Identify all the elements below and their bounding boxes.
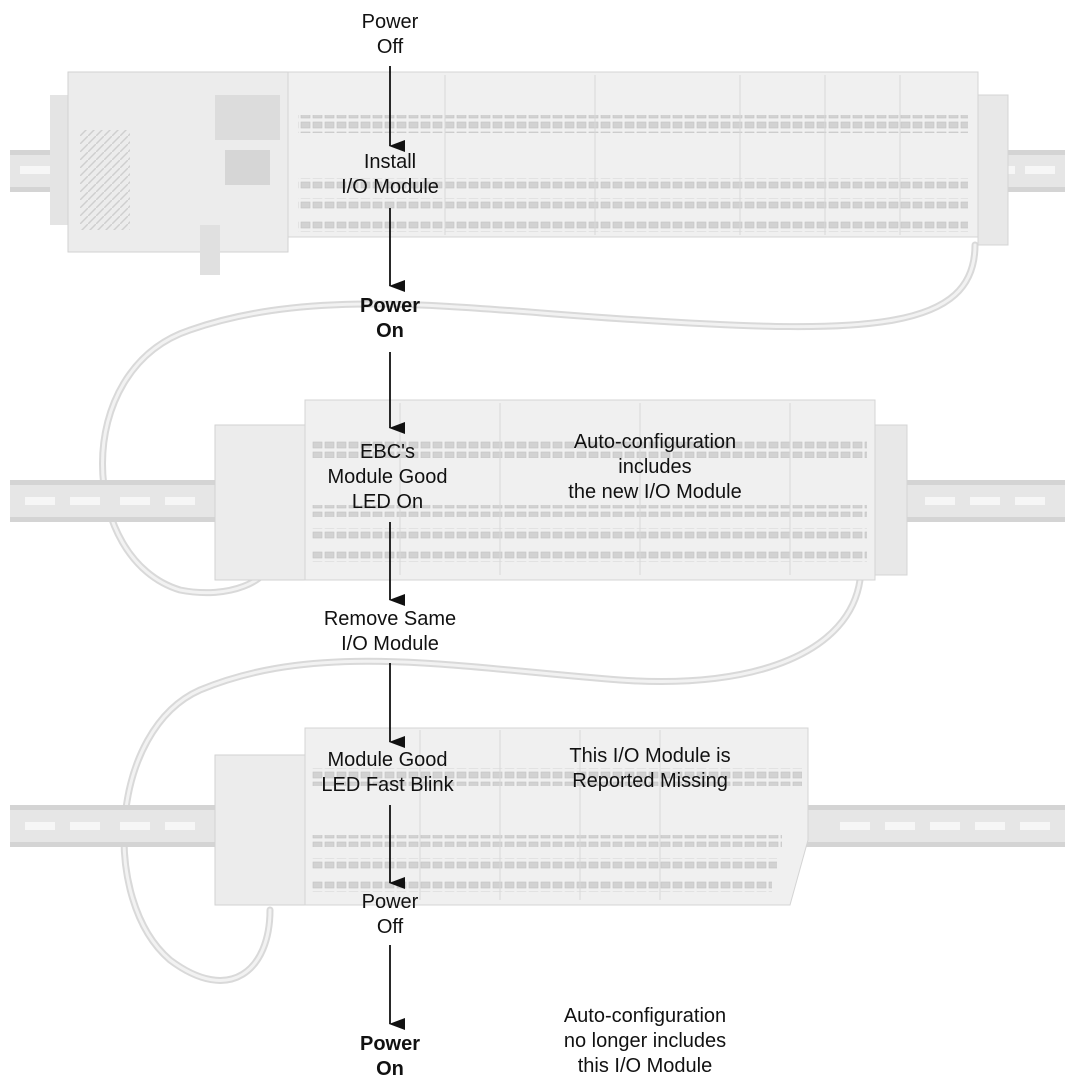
step-remove-module: Remove Same I/O Module <box>323 608 457 655</box>
io-rack-1 <box>50 71 1009 275</box>
cable-1-inner <box>101 243 977 595</box>
step-install-module: Install I/O Module <box>341 151 439 198</box>
io-rack-2 <box>214 399 908 581</box>
step-module-good-led-on: EBC's Module Good LED On <box>327 441 448 513</box>
note-autoconfig-excludes: Auto-configuration no longer includes th… <box>563 1005 727 1077</box>
step-power-on-2: Power On <box>359 1033 421 1080</box>
step-power-on-1: Power On <box>359 295 421 342</box>
note-autoconfig-includes: Auto-configuration includes the new I/O … <box>568 431 742 503</box>
note-reported-missing: This I/O Module is Reported Missing <box>569 745 731 792</box>
step-power-off-2: Power Off <box>361 891 419 938</box>
step-power-off-1: Power Off <box>361 11 419 58</box>
step-fast-blink: Module Good LED Fast Blink <box>321 749 454 796</box>
cable-2-inner <box>122 578 862 982</box>
io-rack-3 <box>214 727 809 906</box>
